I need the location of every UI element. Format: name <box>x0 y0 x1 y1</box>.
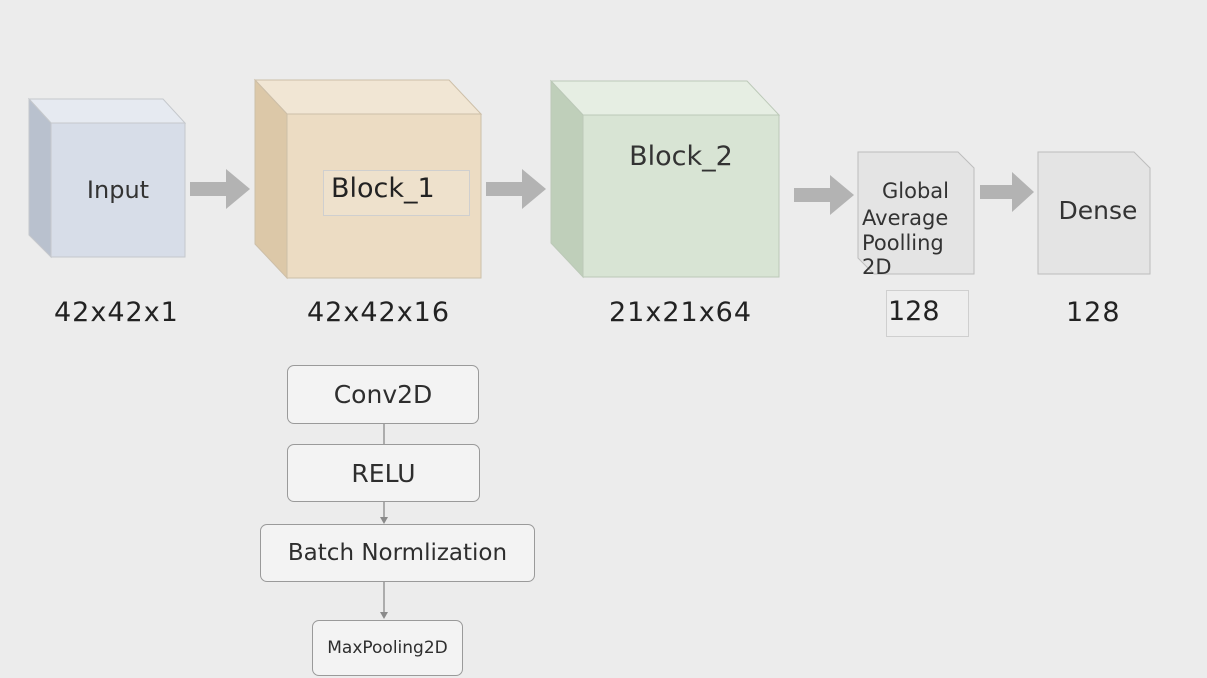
arrow-icon <box>190 169 250 209</box>
block-2-layer: Block_2 <box>549 79 781 279</box>
input-shape-label: 42x42x1 <box>54 297 179 328</box>
pooling-label-line-1: Global <box>882 179 949 203</box>
global-average-pooling-layer: Global Average Poolling 2D <box>857 150 978 279</box>
block-1-label: Block_1 <box>331 173 435 204</box>
dense-card-shape <box>1037 151 1151 275</box>
input-cube-shape <box>27 97 187 259</box>
block-1-cube-shape <box>253 78 483 280</box>
block-2-shape-label: 21x21x64 <box>609 297 753 328</box>
dense-label: Dense <box>1058 195 1138 225</box>
arrow-icon <box>980 172 1034 212</box>
block-2-cube-shape <box>549 79 781 279</box>
pooling-shape-label: 128 <box>888 296 940 327</box>
dense-layer: Dense <box>1037 150 1154 276</box>
input-layer-block: Input <box>27 97 187 259</box>
relu-step: RELU <box>287 444 480 502</box>
input-layer-label: Input <box>86 176 150 204</box>
dense-shape-label: 128 <box>1066 297 1121 328</box>
block-detail-connectors <box>380 424 388 619</box>
maxpooling2d-step: MaxPooling2D <box>312 620 463 676</box>
pooling-card-shape <box>857 151 975 275</box>
block-1-layer <box>253 78 483 280</box>
arrow-icon <box>486 169 546 209</box>
pooling-shape-box <box>886 290 969 337</box>
conv2d-step: Conv2D <box>287 365 479 424</box>
block-1-shape-label: 42x42x16 <box>307 297 451 328</box>
block-1-label-box <box>323 170 470 216</box>
batch-normalization-step: Batch Normlization <box>260 524 535 582</box>
pooling-label-line-2: Average <box>862 206 949 230</box>
pooling-label-line-3: Poolling 2D <box>862 231 944 279</box>
arrow-icon <box>794 175 854 215</box>
block-2-label: Block_2 <box>629 140 733 172</box>
